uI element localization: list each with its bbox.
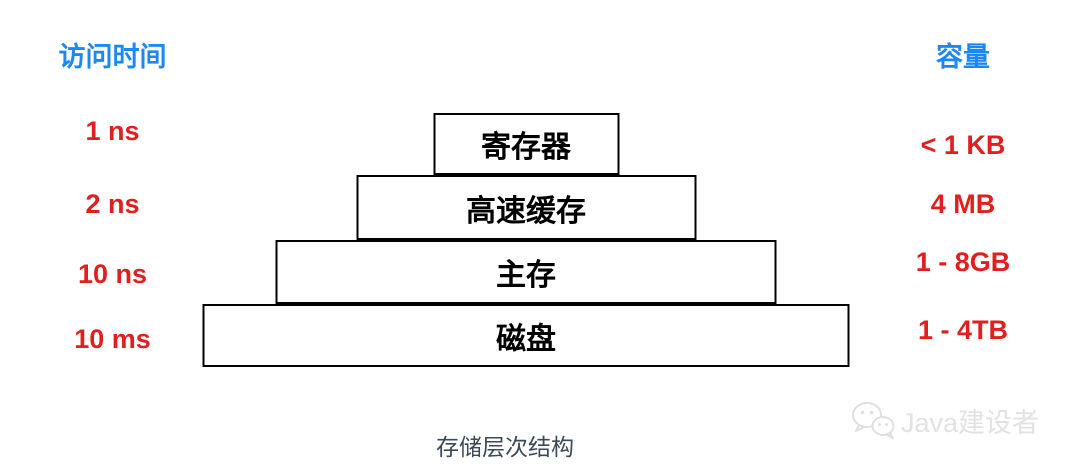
access-time-register: 1 ns bbox=[85, 116, 140, 146]
access-time-cache: 2 ns bbox=[85, 189, 140, 219]
tier-box-cache: 高速缓存 bbox=[356, 175, 696, 240]
capacity-main-memory: 1 - 8GB bbox=[915, 247, 1011, 277]
capacity-header: 容量 bbox=[936, 42, 990, 72]
tier-label-disk: 磁盘 bbox=[496, 322, 556, 356]
watermark: Java建设者 bbox=[850, 400, 1039, 440]
watermark-label: Java建设者 bbox=[901, 407, 1040, 438]
capacity-disk: 1 - 4TB bbox=[917, 315, 1009, 345]
tier-label-cache: 高速缓存 bbox=[466, 194, 586, 228]
diagram-caption: 存储层次结构 bbox=[436, 434, 574, 460]
access-time-main-memory: 10 ns bbox=[77, 259, 148, 289]
tier-label-main-memory: 主存 bbox=[496, 259, 556, 292]
access-time-header: 访问时间 bbox=[58, 42, 167, 72]
tier-box-register: 寄存器 bbox=[433, 113, 619, 175]
wechat-icon bbox=[850, 400, 896, 440]
tier-box-disk: 磁盘 bbox=[202, 304, 850, 367]
capacity-register: < 1 KB bbox=[920, 130, 1006, 160]
storage-pyramid: 寄存器 高速缓存 主存 磁盘 bbox=[202, 113, 850, 367]
access-time-disk: 10 ms bbox=[74, 324, 151, 354]
tier-label-register: 寄存器 bbox=[481, 131, 571, 164]
capacity-cache: 4 MB bbox=[930, 189, 996, 219]
tier-box-main-memory: 主存 bbox=[275, 240, 777, 304]
